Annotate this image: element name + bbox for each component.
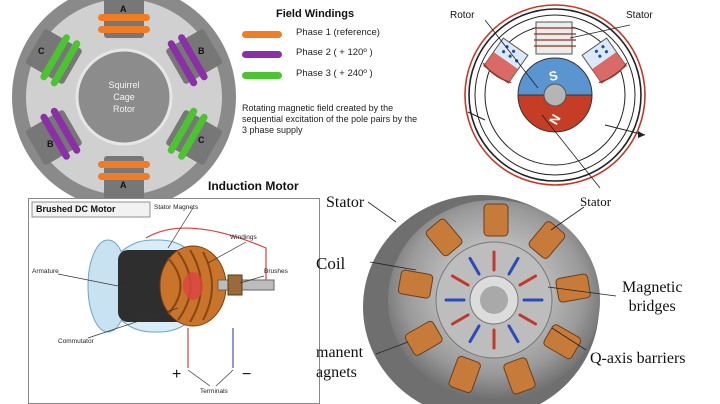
legend-label: Phase 2 ( + 120º ) — [296, 47, 373, 58]
magnetic-bridges-label: Magnetic bridges — [622, 279, 683, 315]
commutator-label: Commutator — [58, 338, 94, 345]
armature-label: Armature — [32, 268, 59, 275]
windings-label: Windings — [230, 234, 257, 241]
induction-motor-panel: A A C B B C Squirrel Cage Rotor Field Wi… — [0, 0, 430, 200]
legend-item-phase-3: Phase 3 ( + 240º ) — [238, 68, 418, 82]
magnets-label: agnets — [316, 364, 357, 381]
legend-label: Phase 1 (reference) — [296, 27, 380, 38]
stator-magnets-label: Stator Magnets — [154, 204, 199, 211]
south-pole-label: S — [547, 68, 559, 85]
pm-motor-3d-diagram — [363, 195, 617, 404]
field-windings-title: Field Windings — [276, 8, 355, 20]
phase-3-swatch — [242, 72, 282, 79]
brushed-dc-motor-panel: Brushed DC Motor Stator Magnets Windings… — [28, 198, 320, 404]
brushed-dc-motor-diagram — [28, 198, 320, 404]
pm-3d-panel: Stator Stator Coil Magnetic bridges mane… — [316, 192, 720, 404]
legend-item-phase-1: Phase 1 (reference) — [238, 27, 418, 41]
brushes-label: Brushes — [264, 268, 288, 275]
induction-motor-diagram: A A C B B C Squirrel Cage Rotor — [12, 0, 236, 200]
phase-2-swatch — [242, 51, 282, 58]
phase-1-winding — [98, 14, 150, 180]
rotating-field-note: Rotating magnetic field created by the s… — [242, 103, 418, 135]
squirrel-cage-rotor — [75, 48, 173, 146]
stator-label-left: Stator — [326, 194, 365, 211]
stator-label: Stator — [626, 10, 653, 21]
induction-motor-title: Induction Motor — [208, 179, 299, 193]
rotor-label: Rotor — [450, 10, 475, 21]
plus-terminal-label: + — [172, 366, 182, 383]
pm-rotor-panel: S N Rotor Stator — [430, 0, 720, 200]
coil-label: Coil — [316, 254, 346, 273]
rotor-label-line-3: Rotor — [113, 104, 135, 114]
rotor-label-line-2: Cage — [113, 92, 135, 102]
pole-label-upper-right: B — [198, 46, 205, 56]
pm-rotor-diagram: S N — [464, 4, 646, 189]
pole-label-bottom: A — [120, 180, 127, 190]
permanent-label: manent — [316, 344, 364, 361]
q-axis-barriers-label: Q-axis barriers — [590, 350, 686, 367]
rotor-label-line-1: Squirrel — [108, 80, 139, 90]
legend-item-phase-2: Phase 2 ( + 120º ) — [238, 47, 418, 61]
rotor-north-pole — [517, 94, 593, 133]
phase-2-winding — [40, 34, 208, 160]
pole-label-lower-left: B — [47, 139, 54, 149]
minus-terminal-label: − — [242, 366, 252, 383]
pole-label-lower-right: C — [198, 135, 205, 145]
terminals-label: Terminals — [200, 388, 228, 395]
pole-label-top: A — [120, 4, 127, 14]
legend-label: Phase 3 ( + 240º ) — [296, 68, 373, 79]
dc-motor-title: Brushed DC Motor — [36, 204, 116, 214]
phase-3-winding — [40, 34, 208, 160]
pole-label-upper-left: C — [38, 46, 45, 56]
stator-label-right: Stator — [580, 194, 612, 209]
phase-1-swatch — [242, 31, 282, 38]
